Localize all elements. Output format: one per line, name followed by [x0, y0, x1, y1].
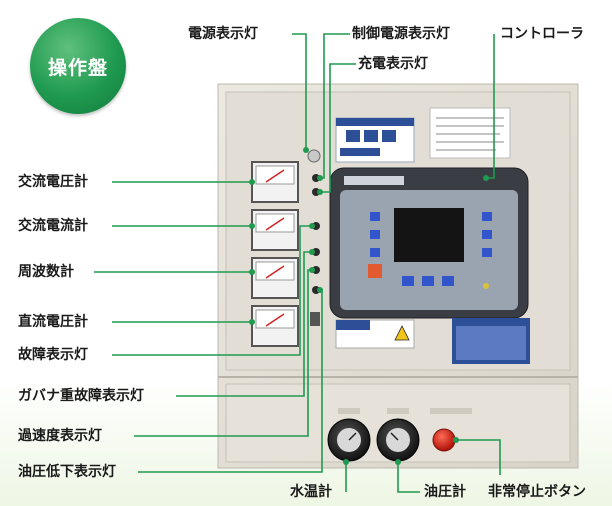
label-control-power-lamp: 制御電源表示灯 — [352, 26, 450, 42]
label-low-oil-pressure-lamp: 油圧低下表示灯 — [18, 464, 116, 480]
water-temp-gauge-needle — [348, 432, 357, 441]
leader-charge-lamp — [320, 63, 356, 193]
label-oil-pressure-gauge: 油圧計 — [424, 484, 466, 500]
instruction-sticker-body — [456, 326, 526, 360]
controller-left-buttons — [370, 212, 380, 257]
controller-right-buttons — [482, 212, 492, 257]
label-water-temp-gauge: 水温計 — [290, 484, 332, 500]
emergency-stop-illustration — [432, 428, 456, 452]
ac-voltmeter-illustration — [251, 161, 299, 203]
selector-switch-illustration — [310, 312, 320, 326]
label-controller: コントローラ — [500, 26, 584, 42]
label-dc-voltmeter: 直流電圧計 — [18, 314, 88, 330]
leader-emergency-stop — [456, 439, 501, 475]
controller-status-led — [483, 283, 489, 289]
warning-sticker-band — [336, 320, 370, 330]
stop-tag — [430, 408, 472, 414]
label-ac-ammeter: 交流電流計 — [18, 218, 88, 234]
label-fault-lamp: 故障表示灯 — [18, 347, 88, 363]
leader-oil-pressure-gauge — [397, 462, 420, 493]
controller-screen — [394, 208, 464, 262]
label-overspeed-lamp: 過速度表示灯 — [18, 428, 102, 444]
leader-fault-lamp — [112, 225, 312, 356]
gauge-tag — [338, 408, 360, 414]
controller-mode-indicator — [368, 264, 382, 278]
oil-pressure-gauge-needle — [390, 432, 399, 441]
badge-title: 操作盤 — [47, 56, 108, 79]
spec-sticker-header — [336, 118, 414, 126]
spec-sticker-cell — [346, 130, 360, 142]
label-ac-voltmeter: 交流電圧計 — [18, 174, 88, 190]
leader-dots — [249, 147, 489, 465]
label-governor-fault-lamp: ガバナ重故障表示灯 — [18, 388, 144, 404]
dc-voltmeter-illustration — [251, 305, 299, 347]
spec-sticker-footer — [340, 148, 380, 156]
leader-power-lamp — [292, 33, 307, 150]
label-charge-lamp: 充電表示灯 — [358, 56, 428, 72]
warning-triangle-icon — [394, 325, 410, 341]
label-frequency-meter: 周波数計 — [18, 264, 74, 280]
power-lamp-illustration — [307, 149, 321, 163]
controller-bottom-buttons — [402, 276, 454, 286]
spec-sticker-cell — [382, 130, 396, 142]
ac-ammeter-illustration — [251, 209, 299, 251]
leader-governor-lamp — [176, 251, 312, 397]
label-power-lamp: 電源表示灯 — [188, 26, 258, 42]
operation-panel-badge: 操作盤 — [30, 18, 126, 114]
controller-brand-strip — [344, 176, 404, 185]
gauge-tag — [387, 408, 409, 414]
frequency-meter-illustration — [251, 257, 299, 299]
label-emergency-stop-button: 非常停止ボタン — [488, 484, 586, 500]
spec-sticker-cell — [364, 130, 378, 142]
